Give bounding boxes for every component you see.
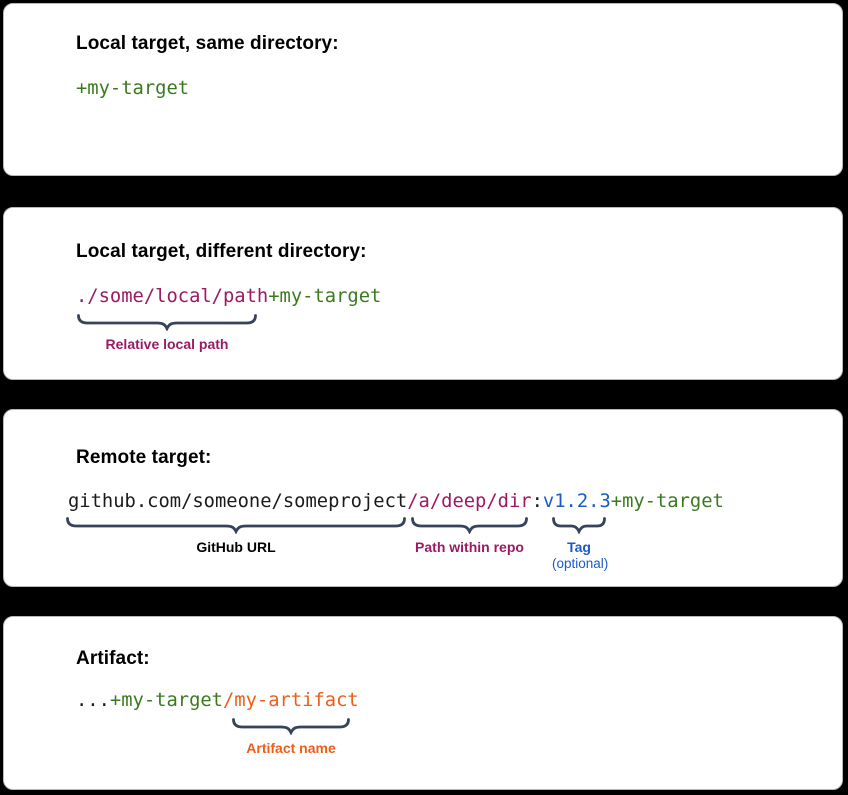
card-local-target-same-dir: Local target, same directory: +my-target <box>3 3 843 176</box>
code-github-url-part: github.com/someone/someproject <box>68 491 408 512</box>
underbrace-icon <box>66 517 406 534</box>
card-remote-target: Remote target: github.com/someone/somepr… <box>3 409 843 587</box>
annotation-label: Artifact name <box>246 740 336 756</box>
card-artifact: Artifact: ...+my-target/my-artifact Arti… <box>3 616 843 790</box>
underbrace-icon <box>411 517 528 534</box>
panel-title: Local target, same directory: <box>76 33 339 54</box>
annotation-label: Relative local path <box>105 336 229 352</box>
annotation-sublabel: (optional) <box>552 556 609 571</box>
code-target-part: +my-target <box>76 78 190 99</box>
panel-title: Artifact: <box>76 648 150 669</box>
underbrace-icon <box>232 718 350 735</box>
code-target-part: +my-target <box>610 491 724 512</box>
code-artifact-ref: ...+my-target/my-artifact <box>76 690 359 712</box>
code-path-part: ./some/local/path <box>76 286 269 307</box>
annotation-label: Tag <box>567 539 591 555</box>
card-local-target-diff-dir: Local target, different directory: ./som… <box>3 207 843 380</box>
code-target-part: +my-target <box>268 286 382 307</box>
code-ellipsis-part: ... <box>76 690 110 711</box>
underbrace-icon <box>552 517 606 534</box>
annotation-label: GitHub URL <box>196 539 276 555</box>
annotation-relative-local-path: Relative local path <box>77 313 257 352</box>
annotation-label: Path within repo <box>415 539 524 555</box>
annotation-artifact-name: Artifact name <box>232 717 350 756</box>
panel-title: Remote target: <box>76 447 212 468</box>
underbrace-icon <box>77 314 257 331</box>
annotation-github-url: GitHub URL <box>66 516 406 555</box>
code-repo-path-part: /a/deep/dir <box>407 491 532 512</box>
code-tag-part: v1.2.3 <box>542 491 611 512</box>
code-target-part: +my-target <box>109 690 223 711</box>
code-local-path-target: ./some/local/path+my-target <box>76 286 381 308</box>
code-colon-separator: : <box>531 491 543 512</box>
annotation-path-within-repo: Path within repo <box>411 516 528 555</box>
panel-title: Local target, different directory: <box>76 241 367 262</box>
code-remote-target: github.com/someone/someproject/a/deep/di… <box>68 491 724 513</box>
annotation-tag: Tag (optional) <box>552 516 609 571</box>
code-local-target: +my-target <box>76 78 189 100</box>
code-artifact-part: /my-artifact <box>223 690 359 711</box>
